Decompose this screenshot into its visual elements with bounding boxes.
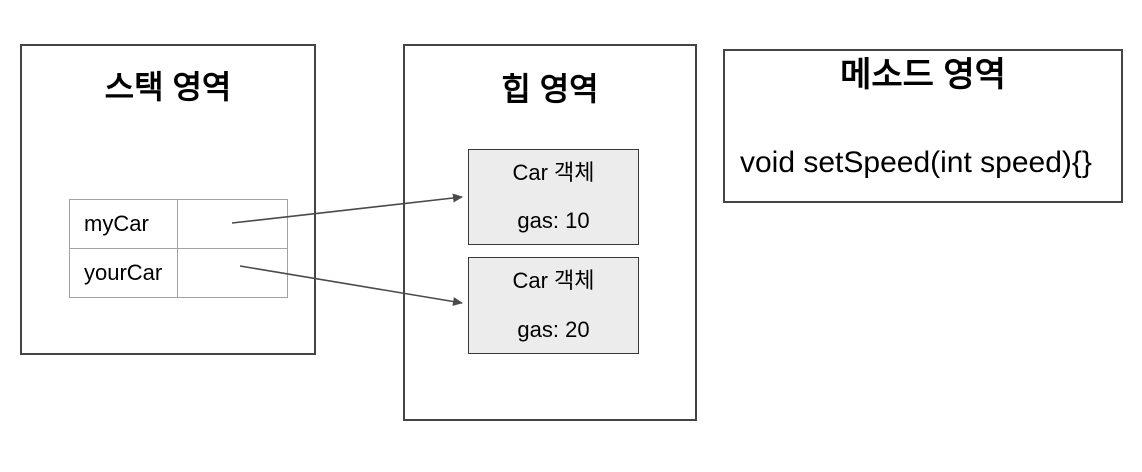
- variable-name-yourcar: yourCar: [69, 248, 178, 298]
- car-object-1: Car 객체 gas: 10: [468, 149, 639, 245]
- method-region-box: 메소드 영역 void setSpeed(int speed){}: [723, 49, 1123, 203]
- object-name: Car 객체: [512, 160, 595, 185]
- variable-value-yourcar: [177, 248, 288, 298]
- stack-region-title: 스택 영역: [104, 69, 232, 105]
- table-row: myCar: [69, 199, 288, 249]
- variable-name-mycar: myCar: [69, 199, 178, 249]
- object-name: Car 객체: [512, 268, 595, 293]
- stack-variable-table: myCar yourCar: [69, 199, 288, 298]
- stack-region-box: 스택 영역 myCar yourCar: [20, 44, 316, 355]
- variable-value-mycar: [177, 199, 288, 249]
- method-code-text: void setSpeed(int speed){}: [740, 146, 1092, 179]
- object-field: gas: 10: [517, 208, 590, 233]
- method-region-title: 메소드 영역: [840, 56, 1006, 94]
- object-field: gas: 20: [517, 317, 590, 342]
- car-object-2: Car 객체 gas: 20: [468, 257, 639, 354]
- heap-region-box: 힙 영역 Car 객체 gas: 10 Car 객체 gas: 20: [403, 44, 697, 421]
- table-row: yourCar: [69, 248, 288, 298]
- heap-region-title: 힙 영역: [501, 71, 599, 107]
